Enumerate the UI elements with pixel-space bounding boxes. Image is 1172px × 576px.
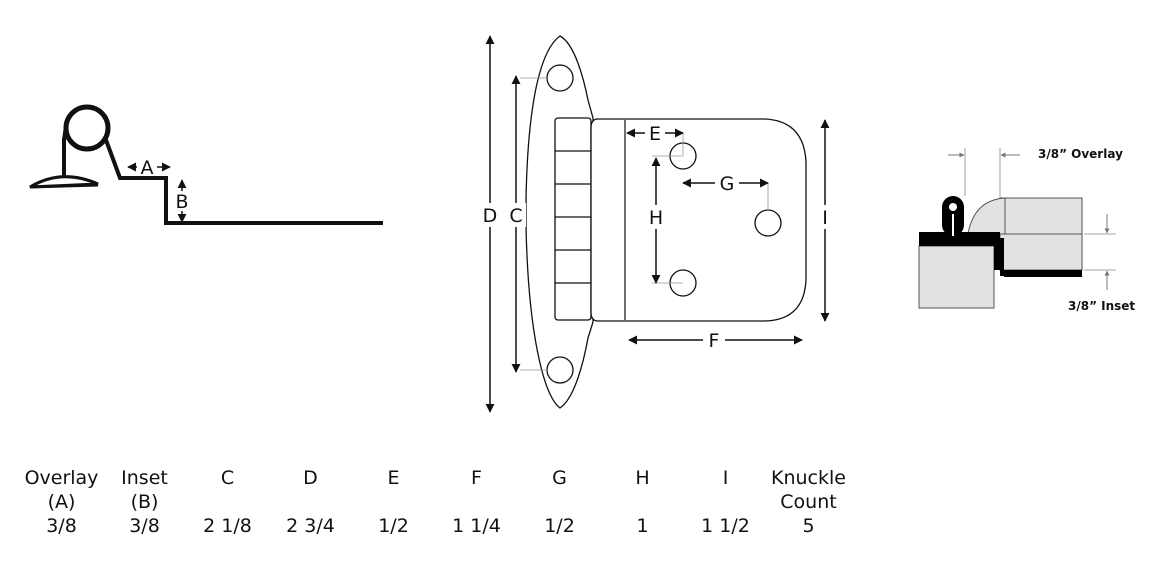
spec-value-inset: 3/8: [129, 515, 160, 537]
dim-a-label: A: [141, 157, 154, 179]
dim-i-label: I: [822, 207, 828, 229]
spec-header-inset: Inset (B): [121, 467, 168, 513]
dim-h-label: H: [649, 207, 663, 229]
cabinet-frame: [918, 245, 995, 309]
spec-table: Overlay (A) Inset (B) C D E F G H I Knuc…: [20, 466, 850, 538]
spec-value-c: 2 1/8: [203, 515, 252, 537]
dim-c-label: C: [509, 205, 522, 227]
dim-f-label: F: [709, 330, 720, 352]
door-screw-hole-middle: [754, 209, 782, 237]
spec-header-i: I: [722, 467, 729, 489]
spec-header-c: C: [220, 467, 235, 489]
spec-value-f: 1 1/4: [452, 515, 501, 537]
spec-header-knuckle-count: Knuckle Count: [771, 467, 846, 513]
spec-value-d: 2 3/4: [286, 515, 335, 537]
overlay-label: 3/8” Overlay: [1038, 147, 1123, 161]
spec-header-d: D: [303, 467, 318, 489]
spec-header-h: H: [635, 467, 650, 489]
dim-g-label: G: [720, 173, 735, 195]
hinge-front-view: D C E G H F I: [480, 35, 835, 413]
door-leaf: [590, 118, 807, 322]
spec-header-g: G: [552, 467, 567, 489]
frame-screw-hole-top: [546, 64, 574, 92]
door-panel: [999, 197, 1083, 235]
inset-label: 3/8” Inset: [1068, 299, 1135, 313]
spec-value-e: 1/2: [378, 515, 409, 537]
spec-header-overlay: Overlay (A): [24, 467, 99, 513]
spec-value-i: 1 1/2: [701, 515, 750, 537]
knuckle-barrel: [554, 117, 592, 321]
dim-d-label: D: [483, 205, 498, 227]
dim-b-label: B: [175, 191, 188, 213]
spec-value-h: 1: [636, 515, 649, 537]
spec-header-row: Overlay (A) Inset (B) C D E F G H I Knuc…: [20, 466, 850, 514]
spec-value-overlay: 3/8: [46, 515, 77, 537]
spec-header-e: E: [387, 467, 400, 489]
spec-value-g: 1/2: [544, 515, 575, 537]
spec-header-f: F: [471, 467, 482, 489]
hinge-profile-view: A B: [29, 104, 383, 225]
spec-value-row: 3/8 3/8 2 1/8 2 3/4 1/2 1 1/4 1/2 1 1 1/…: [20, 514, 850, 538]
profile-knuckle: [63, 104, 111, 152]
dim-e-label: E: [649, 123, 661, 145]
frame-screw-hole-bottom: [546, 356, 574, 384]
installed-detail-view: 3/8” Overlay 3/8” Inset: [918, 147, 1135, 313]
spec-value-knuckle-count: 5: [802, 515, 815, 537]
profile-leaf: [104, 139, 383, 225]
